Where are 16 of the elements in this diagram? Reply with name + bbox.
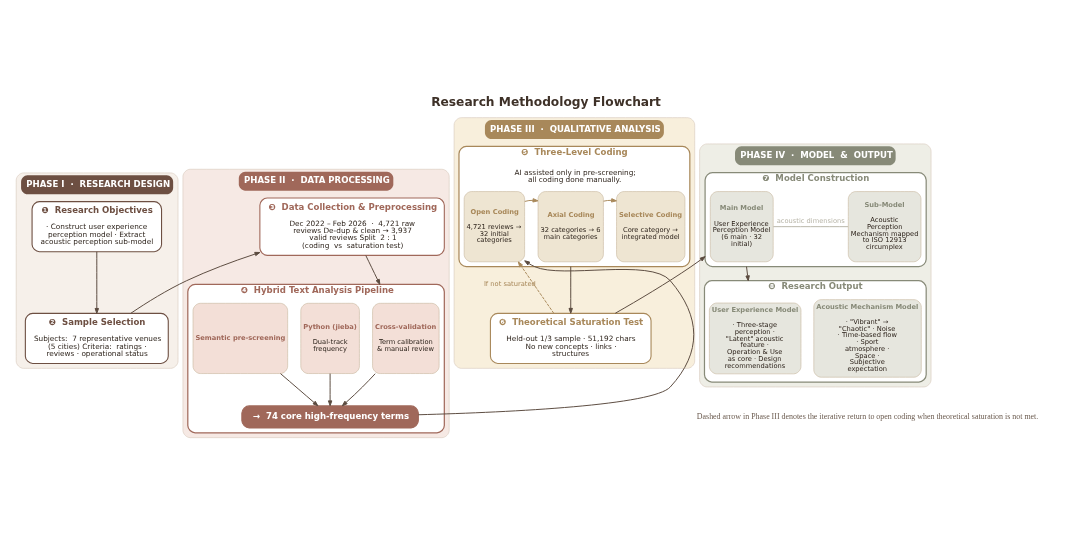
arrow xyxy=(417,259,695,415)
arrow xyxy=(365,254,381,285)
arrow xyxy=(517,260,555,314)
node-box: → 74 core high-frequency terms xyxy=(241,404,419,428)
arrow xyxy=(94,250,99,314)
arrow xyxy=(280,372,319,406)
arrow xyxy=(568,265,573,314)
arrow xyxy=(603,197,617,203)
arrow xyxy=(130,251,261,314)
arrow xyxy=(524,197,539,202)
connector xyxy=(772,225,849,227)
arrow xyxy=(327,372,333,406)
arrow xyxy=(745,265,750,281)
arrow xyxy=(614,255,706,314)
arrow xyxy=(341,372,376,406)
diagram-title: Research Methodology Flowchart xyxy=(431,94,661,109)
